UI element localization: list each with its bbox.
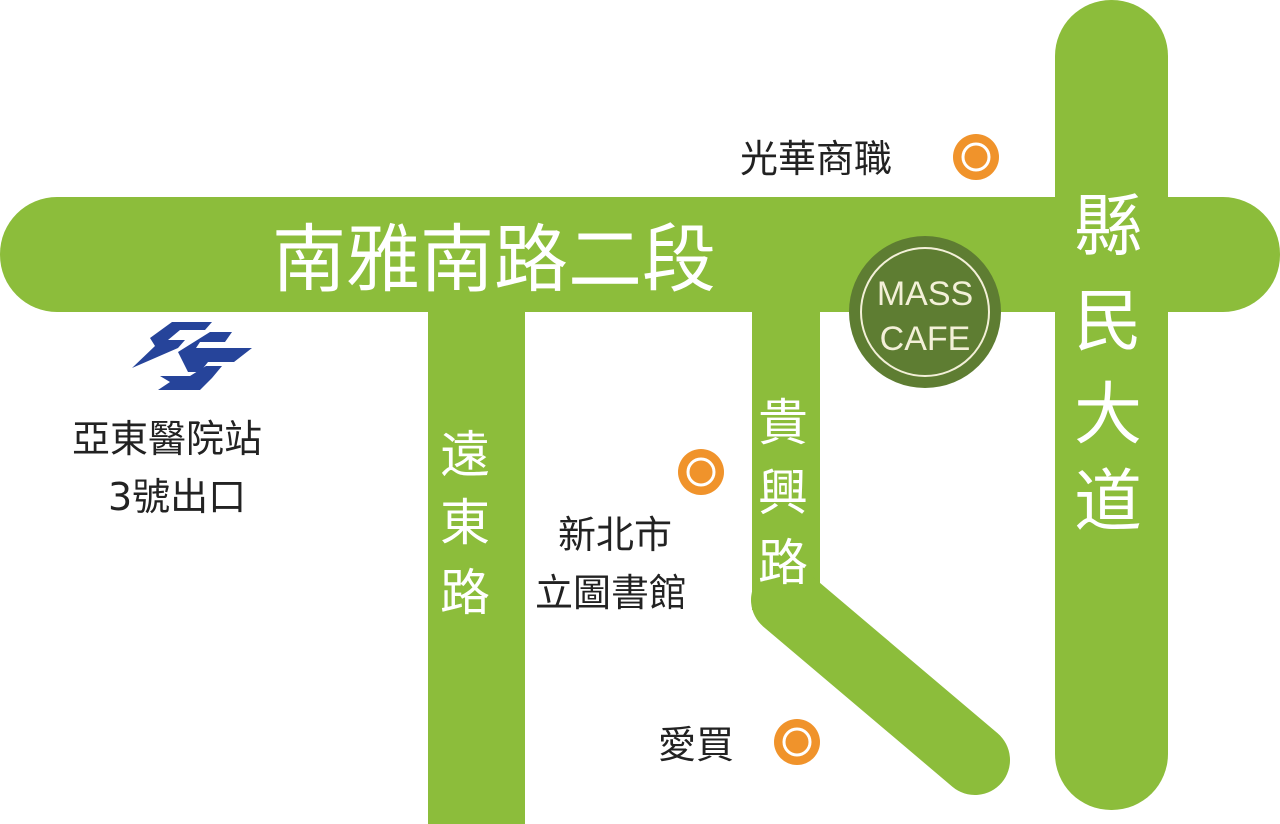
svg-text:縣: 縣 <box>1074 188 1142 267</box>
road-guixing <box>752 290 820 610</box>
svg-text:貴: 貴 <box>758 394 808 452</box>
svg-text:路: 路 <box>440 564 490 622</box>
metro-logo-icon <box>132 322 252 390</box>
mass-cafe-marker[interactable]: MASS CAFE <box>849 236 1001 388</box>
svg-text:興: 興 <box>758 464 808 522</box>
svg-text:道: 道 <box>1074 463 1142 542</box>
poi-marker-icon <box>774 719 820 765</box>
svg-text:東: 東 <box>440 494 490 552</box>
poi-library-line1: 新北市 <box>558 513 672 557</box>
road-xianmin <box>1055 0 1168 810</box>
road-yuandong <box>428 290 525 824</box>
station-exit: 3號出口 <box>108 475 246 519</box>
svg-text:路: 路 <box>758 534 808 592</box>
road-guixing-diagonal <box>751 565 1010 795</box>
poi-marker-icon <box>953 134 999 180</box>
station-name: 亞東醫院站 <box>72 417 262 461</box>
poi-marker-icon <box>678 449 724 495</box>
svg-text:MASS: MASS <box>877 275 973 313</box>
poi-aimai: 愛買 <box>658 723 734 767</box>
road-label-nanya: 南雅南路二段 <box>272 217 716 303</box>
svg-text:大: 大 <box>1074 376 1142 455</box>
road-label-guixing: 貴 興 路 <box>758 394 808 592</box>
road-label-xianmin: 縣 民 大 道 <box>1074 188 1142 542</box>
svg-text:遠: 遠 <box>440 426 490 484</box>
road-label-yuandong: 遠 東 路 <box>440 426 490 622</box>
poi-guanghua: 光華商職 <box>740 137 892 181</box>
poi-library-line2: 立圖書館 <box>535 571 687 615</box>
svg-text:民: 民 <box>1074 283 1142 362</box>
svg-text:CAFE: CAFE <box>880 320 971 358</box>
